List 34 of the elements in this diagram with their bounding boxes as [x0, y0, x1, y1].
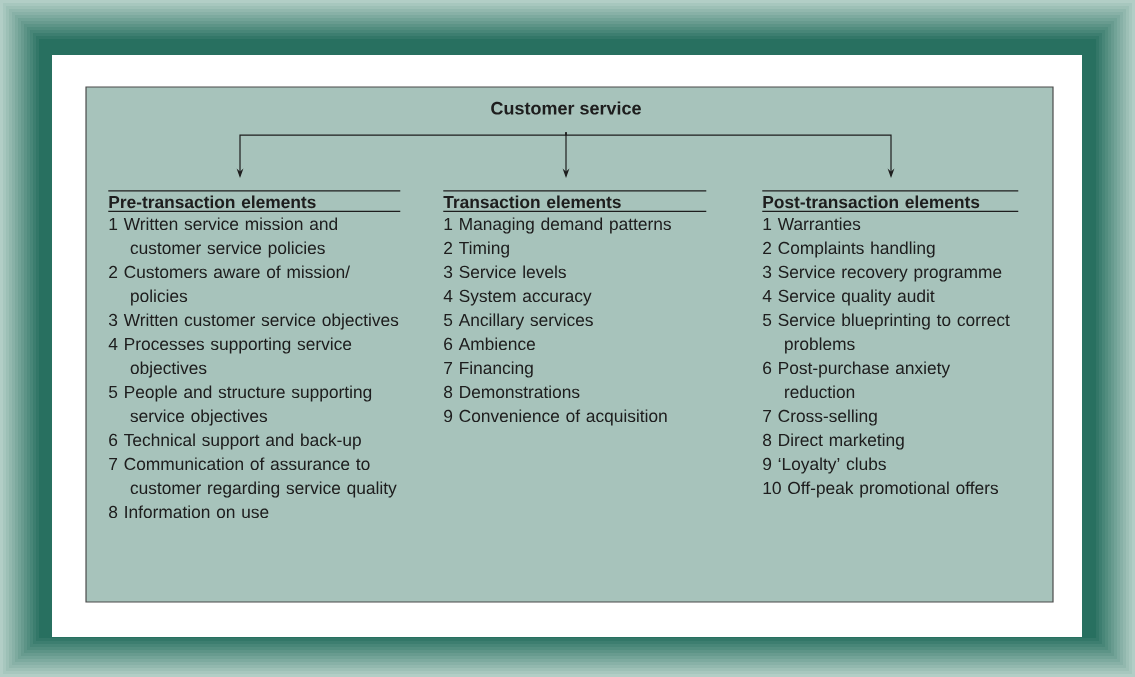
list-item: 1 Managing demand patterns: [444, 217, 671, 234]
list-item: 2 Complaints handling: [763, 241, 935, 258]
list-item: 9 ‘Loyalty’ clubs: [763, 457, 886, 474]
list-item: 4 Service quality audit: [762, 289, 935, 306]
column-heading: Post-transaction elements: [763, 195, 980, 209]
list-item: 6 Ambience: [444, 337, 535, 351]
list-item: 1 Warranties: [763, 217, 861, 231]
list-item: 2 Customers aware of mission/ policies: [109, 265, 350, 306]
list-item: 3 Service levels: [443, 265, 566, 279]
list-item: 5 People and structure supporting service objectives: [108, 385, 372, 426]
list-item: 1 Written service mission and customer service policies: [109, 217, 338, 258]
column-heading: Pre-transaction elements: [109, 195, 316, 209]
list-item: 4 Processes supporting service objectives: [108, 337, 352, 378]
list-item: 8 Information on use: [109, 505, 269, 519]
title-text: Customer service: [491, 101, 641, 115]
column-heading: Transaction elements: [443, 195, 621, 209]
element-column: [442, 190, 707, 426]
list-item: 9 Convenience of acquisition: [444, 409, 667, 426]
list-item: 6 Technical support and back-up: [109, 433, 361, 450]
element-column: [107, 190, 401, 519]
list-item: 7 Financing: [444, 361, 533, 378]
list-item: 4 System accuracy: [443, 289, 592, 306]
list-item: 3 Written customer service objectives: [108, 313, 399, 330]
list-item: 5 Ancillary services: [443, 313, 593, 330]
list-item: 2 Timing: [444, 241, 509, 258]
list-item: 8 Demonstrations: [444, 385, 580, 399]
list-item: 3 Service recovery programme: [762, 265, 1002, 282]
list-item: 6 Post-purchase anxiety reduction: [763, 361, 951, 399]
list-item: 7 Cross-selling: [763, 409, 877, 426]
list-item: 7 Communication of assurance to customer regarding service quality: [109, 457, 397, 498]
list-item: 8 Direct marketing: [763, 433, 904, 450]
list-item: 10 Off-peak promotional offers: [763, 481, 998, 498]
list-item: 5 Service blueprinting to correct problems: [762, 313, 1010, 354]
element-column: [761, 190, 1019, 498]
